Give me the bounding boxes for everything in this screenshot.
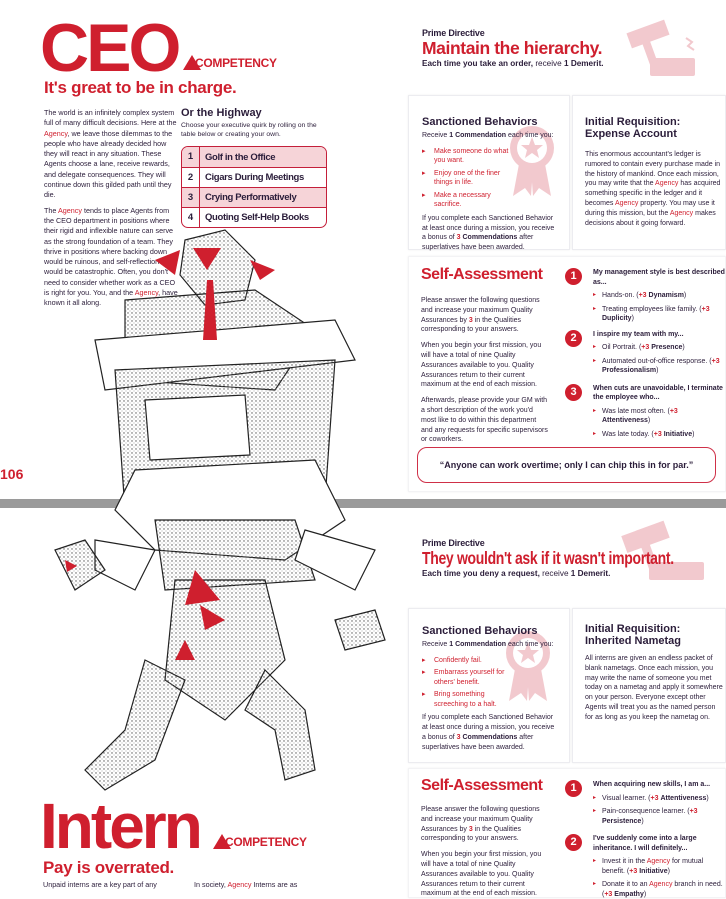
prime-directive-subtext: Each time you deny a request, receive 1 … (422, 569, 611, 578)
prime-directive: Prime Directive Maintain the hierarchy. … (422, 28, 604, 68)
gavel-icon (621, 520, 704, 580)
requisition-text: This enormous accountant's ledger is rum… (585, 151, 721, 227)
page-divider (0, 499, 726, 508)
self-assessment-title: Self-Assessment (421, 266, 543, 283)
self-assessment-title: Self-Assessment (421, 777, 543, 794)
requisition-card: Initial Requisition:Inherited Nametag Al… (572, 608, 726, 763)
tagline: It's great to be in charge. (44, 78, 237, 97)
sanctioned-bonus: If you complete each Sanctioned Behavior… (422, 714, 555, 751)
sanctioned-bonus: If you complete each Sanctioned Behavior… (422, 214, 555, 252)
ribbon-medal-icon (506, 631, 550, 701)
competency-triangle-icon (183, 55, 201, 70)
sanctioned-title: Sanctioned Behaviors (422, 625, 538, 637)
question-item: 3 When cuts are unavoidable, I terminate… (565, 383, 725, 440)
sanctioned-receive: Receive 1 Commendation each time you: (422, 132, 554, 139)
question-list: 1 My management style is best described … (565, 268, 725, 439)
ceo-intern-illustration (54, 229, 386, 791)
answer-option: Invest it in the Agency for mutual benef… (593, 857, 725, 876)
competency-logo: COMPETENCY (183, 55, 277, 70)
list-item: Enjoy one of the finer things in life. (422, 169, 510, 188)
competency-triangle-icon (213, 834, 231, 849)
quirk-table-section: Or the Highway Choose your executive qui… (181, 107, 331, 228)
answer-option: Automated out-of-office response. (+3 Pr… (593, 357, 725, 376)
prime-directive-subtext: Each time you take an order, receive 1 D… (422, 59, 604, 68)
answer-option: Oil Portrait. (+3 Presence) (593, 343, 725, 353)
self-assessment-text: Please answer the following questions an… (421, 806, 542, 898)
question-item: 2 I inspire my team with my... Oil Portr… (565, 329, 725, 376)
prime-directive: Prime Directive They wouldn't ask if it … (422, 538, 722, 578)
requisition-text: All interns are given an endless packet … (585, 655, 723, 721)
list-item: Make someone do what you want. (422, 147, 510, 166)
sanctioned-receive: Receive 1 Commendation each time you: (422, 641, 554, 648)
question-list: 1 When acquiring new skills, I am a... V… (565, 780, 725, 899)
intern-body-col1: Unpaid interns are a key part of any (43, 880, 157, 889)
sanctioned-title: Sanctioned Behaviors (422, 116, 538, 128)
quote-box: “Anyone can work overtime; only I can ch… (417, 447, 716, 483)
competency-title-intern: Intern (40, 790, 203, 862)
requisition-title: Initial Requisition:Expense Account (585, 116, 681, 140)
competency-title-ceo: CEO (40, 10, 181, 86)
question-item: 2 I've suddenly come into a large inheri… (565, 834, 725, 899)
sanctioned-list: Make someone do what you want. Enjoy one… (422, 147, 510, 210)
answer-option: Treating employees like family. (+3 Dupl… (593, 305, 725, 324)
question-item: 1 When acquiring new skills, I am a... V… (565, 780, 725, 826)
answer-option: Visual learner. (+3 Attentiveness) (593, 794, 725, 804)
sanctioned-behaviors-card: Sanctioned Behaviors Receive 1 Commendat… (408, 608, 570, 763)
sanctioned-list: Confidently fail. Embarrass yourself for… (422, 656, 510, 710)
prime-directive-label: Prime Directive (422, 538, 485, 548)
competency-label: COMPETENCY (225, 835, 307, 849)
competency-label: COMPETENCY (195, 56, 277, 70)
prime-directive-headline: Maintain the hierarchy. (422, 38, 603, 58)
answer-option: Was late today. (+3 Initiative) (593, 430, 725, 440)
sanctioned-behaviors-card: Sanctioned Behaviors Receive 1 Commendat… (408, 95, 570, 252)
answer-option: Donate it to an Agency branch in need. (… (593, 880, 725, 899)
tagline: Pay is overrated. (43, 858, 174, 877)
list-item: Make a necessary sacrifice. (422, 191, 510, 210)
ribbon-medal-icon (510, 126, 554, 196)
prime-directive-headline: They wouldn't ask if it wasn't important… (422, 548, 674, 568)
list-item: Bring something screeching to a halt. (422, 690, 510, 709)
self-assessment-text: Please answer the following questions an… (421, 297, 548, 444)
list-item: Confidently fail. (422, 656, 510, 666)
intro-paragraph: The Agency tends to place Agents from th… (44, 205, 178, 308)
list-item: Embarrass yourself for others' benefit. (422, 668, 510, 687)
intern-body-col2: In society, Agency Interns are as (194, 880, 298, 889)
answer-option: Hands-on. (+3 Dynamism) (593, 291, 725, 301)
intro-text: The world is an infinitely complex syste… (44, 108, 178, 314)
gavel-icon (626, 19, 695, 76)
question-item: 1 My management style is best described … (565, 268, 725, 324)
competency-logo: COMPETENCY (213, 834, 307, 849)
requisition-title: Initial Requisition:Inherited Nametag (585, 623, 681, 647)
answer-option: Was late most often. (+3 Attentiveness) (593, 407, 725, 426)
answer-option: Pain-consequence learner. (+3 Persistenc… (593, 807, 725, 826)
requisition-card: Initial Requisition:Expense Account This… (572, 95, 726, 250)
intro-paragraph: The world is an infinitely complex syste… (44, 108, 177, 200)
prime-directive-label: Prime Directive (422, 28, 485, 38)
quirk-table-title: Or the Highway (181, 107, 262, 119)
quirk-table-description: Choose your executive quirk by rolling o… (181, 122, 317, 138)
page-number: 106 (0, 466, 24, 482)
